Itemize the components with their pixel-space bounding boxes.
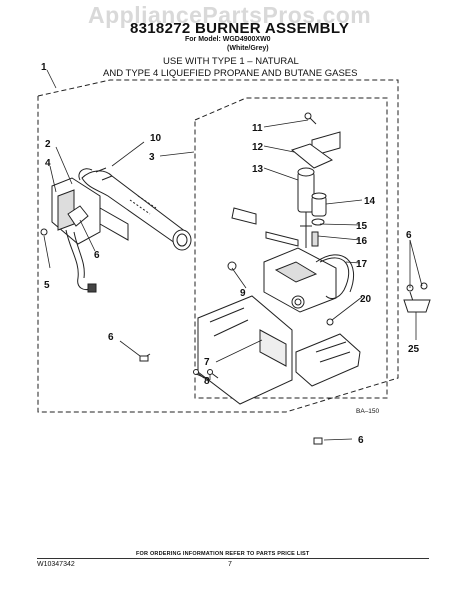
callout-14: 14	[364, 196, 376, 207]
callout-5: 5	[44, 280, 50, 291]
page-number: 7	[228, 561, 232, 568]
callout-6-bracket: 6	[94, 250, 100, 261]
callout-1: 1	[41, 62, 47, 73]
sub-assembly-outline	[194, 97, 388, 399]
watermark: AppliancePartsPros.com	[88, 2, 372, 28]
screws	[139, 112, 431, 445]
callout-6-bottom: 6	[358, 435, 364, 446]
document-number: W10347342	[37, 561, 75, 568]
callout-8: 8	[204, 376, 210, 387]
callout-10: 3	[149, 152, 155, 163]
callout-6-right: 6	[406, 230, 412, 241]
callout-3: 2	[45, 139, 51, 150]
callout-16: 16	[356, 236, 368, 247]
callout-6-plate: 6	[108, 332, 114, 343]
page-title: 8318272 BURNER ASSEMBLY	[130, 20, 350, 37]
manifold-pipe	[227, 207, 299, 271]
callout-13: 13	[252, 164, 264, 175]
gas-type-line-1: USE WITH TYPE 1 – NATURAL	[163, 56, 299, 67]
callout-15: 15	[356, 221, 368, 232]
callout-12: 12	[252, 142, 264, 153]
burner-tube	[78, 167, 192, 251]
gas-type-line-2: AND TYPE 4 LIQUEFIED PROPANE AND BUTANE …	[103, 68, 358, 79]
callout-9: 9	[240, 288, 246, 299]
callout-11: 11	[252, 123, 263, 134]
mounting-plate	[197, 295, 361, 405]
callout-25: 25	[408, 344, 420, 355]
callout-2: 10	[150, 133, 162, 144]
ordering-info: FOR ORDERING INFORMATION REFER TO PARTS …	[136, 551, 310, 557]
ignitor-bracket	[40, 177, 129, 293]
gas-valve	[263, 131, 355, 326]
leader-lines	[43, 69, 423, 441]
model-line: For Model: WGD4900XW0	[185, 36, 271, 43]
footer-rule	[37, 558, 429, 559]
illustration-code: BA–150	[356, 408, 380, 415]
callout-20: 20	[360, 294, 372, 305]
callout-7: 7	[204, 357, 210, 368]
assembly-outline	[37, 79, 399, 413]
callout-4: 4	[45, 158, 51, 169]
color-line: (White/Grey)	[227, 45, 269, 52]
callout-17: 17	[356, 259, 368, 270]
